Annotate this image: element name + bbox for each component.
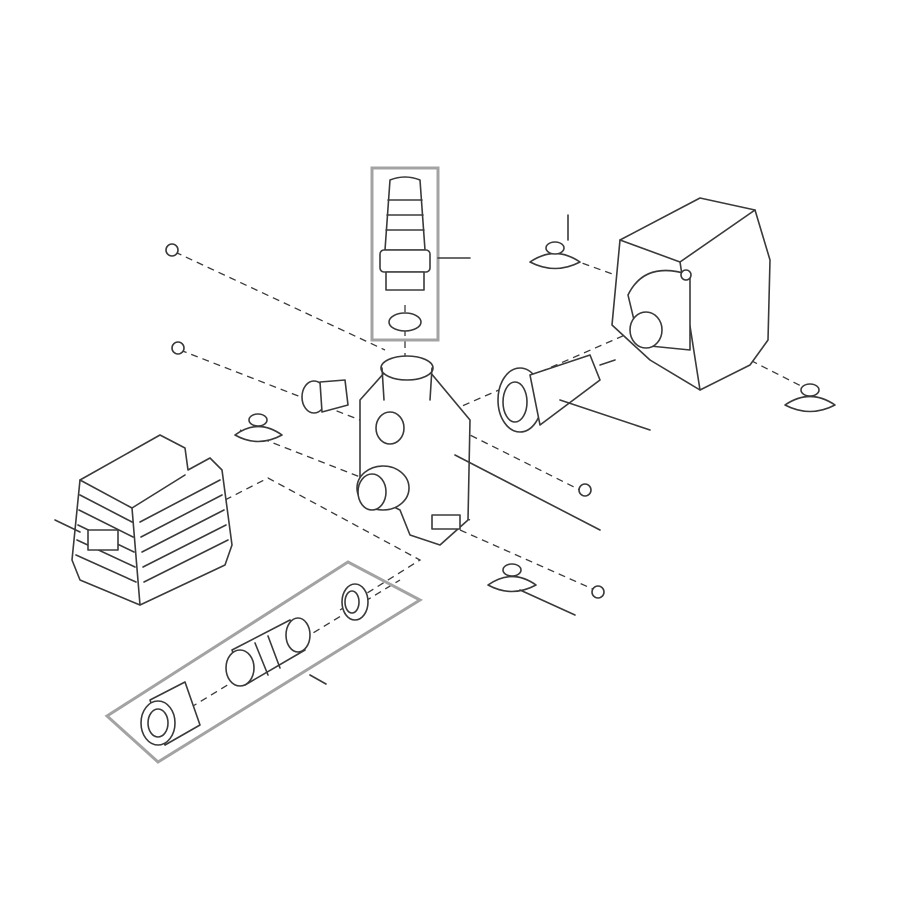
- pre-filter-cover-part: [54, 434, 233, 606]
- hose-barb-assembly: [370, 166, 471, 342]
- suction-cups: [234, 214, 836, 616]
- screw-part: [165, 243, 179, 257]
- pump-body-part: [356, 355, 601, 546]
- union-highlight-frame: [104, 560, 424, 764]
- impeller-part: [497, 354, 651, 433]
- o-ring-part: [388, 312, 422, 332]
- cap-plug-part: [301, 379, 349, 414]
- suction-cup-part: [529, 214, 581, 270]
- screw-parts: [165, 243, 605, 599]
- motor-housing-part: [611, 197, 771, 391]
- screw-part: [591, 585, 605, 599]
- hose-barb-highlight-frame: [370, 166, 440, 342]
- hose-barb-part: [384, 176, 426, 251]
- suction-cup-part: [487, 563, 576, 616]
- screw-part: [578, 483, 592, 497]
- suction-cup-part: [784, 383, 836, 413]
- screw-part: [171, 341, 185, 355]
- suction-cup-part: [234, 413, 283, 443]
- union-assembly: [104, 560, 424, 764]
